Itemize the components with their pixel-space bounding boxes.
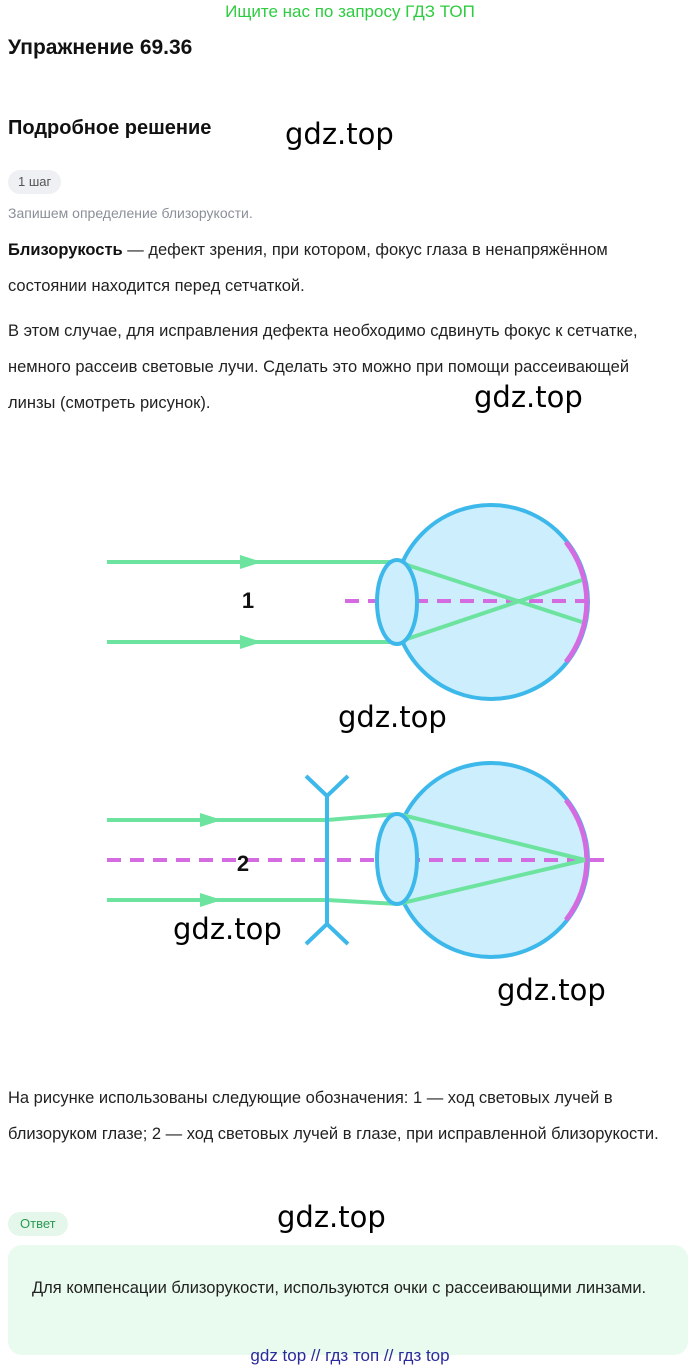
- step-note: Запишем определение близорукости.: [8, 205, 253, 221]
- eyeball-2: [392, 761, 590, 959]
- refracted-ray-1-top: [397, 560, 583, 624]
- solution-title: Подробное решение: [8, 117, 212, 139]
- refracted-ray-1-bottom: [397, 578, 583, 644]
- diverging-lens-icon: [304, 774, 350, 946]
- watermark: gdz.top: [497, 973, 606, 1007]
- arrow-1-bottom: [240, 635, 262, 649]
- search-banner: Ищите нас по запросу ГДЗ ТОП: [225, 2, 475, 21]
- figure-label-1: 1: [242, 588, 254, 613]
- refracted-ray-2-bottom: [397, 858, 586, 906]
- arrow-2-top: [200, 813, 222, 827]
- diverged-ray-2-bottom: [326, 898, 399, 906]
- watermark: gdz.top: [338, 700, 447, 734]
- definition-text: — дефект зрения, при котором, фокус глаз…: [8, 241, 608, 295]
- watermark: gdz.top: [173, 912, 282, 946]
- watermark: gdz.top: [285, 117, 394, 151]
- footer-watermark: gdz top // гдз топ // гдз top: [250, 1346, 450, 1365]
- eye-lens-1: [375, 558, 419, 646]
- retina-2: [564, 798, 590, 922]
- eye-lens-2: [375, 812, 419, 906]
- refracted-ray-2-top: [397, 812, 586, 862]
- arrow-1-top: [240, 555, 262, 569]
- answer-badge: Ответ: [8, 1212, 68, 1236]
- answer-box: [8, 1245, 688, 1355]
- definition-term: Близорукость: [8, 241, 123, 259]
- definition-paragraph: Близорукость — дефект зрения, при которо…: [8, 232, 688, 304]
- step-badge: 1 шаг: [8, 170, 62, 194]
- legend-paragraph: На рисунке использованы следующие обозна…: [8, 1089, 659, 1143]
- diverged-ray-2-top: [326, 812, 399, 822]
- answer-text: Для компенсации близорукости, используют…: [32, 1279, 647, 1297]
- myopia-figure: 1 2: [107, 503, 607, 959]
- explanation-paragraph: В этом случае, для исправления дефекта н…: [8, 322, 638, 412]
- watermark: gdz.top: [277, 1200, 386, 1234]
- exercise-title: Упражнение 69.36: [8, 36, 193, 59]
- arrow-2-bottom: [200, 893, 222, 907]
- figure-label-2: 2: [237, 851, 249, 876]
- eye-diagram-2: 2: [107, 761, 607, 959]
- watermark: gdz.top: [474, 380, 583, 414]
- eye-diagram-1: 1: [107, 503, 598, 701]
